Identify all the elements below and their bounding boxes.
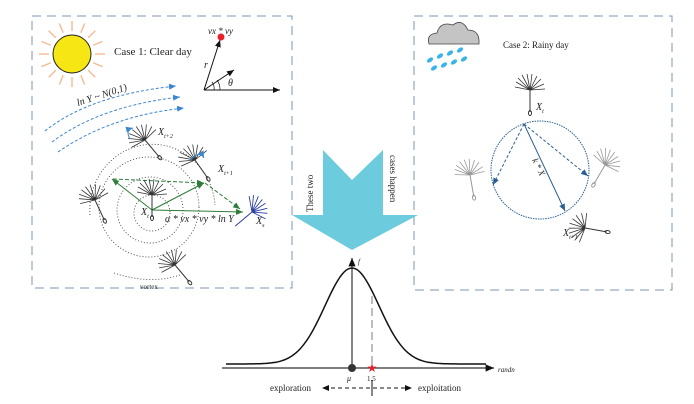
raindrop: [440, 62, 448, 68]
rain-cloud-icon: [426, 22, 480, 71]
raindrop: [436, 53, 444, 59]
y-axis-label: f: [358, 258, 361, 266]
sun-icon: [39, 21, 105, 87]
vortex-label: vortex: [140, 283, 158, 291]
exploitation-label: exploitation: [418, 383, 461, 393]
raindrop: [430, 65, 438, 71]
arrow-left-text: These two: [305, 174, 315, 212]
case1-box: [31, 15, 293, 289]
raindrop: [450, 59, 458, 65]
case1-title: Case 1: Clear day: [114, 46, 192, 58]
raindrop: [460, 56, 468, 62]
threshold-star: ★: [367, 361, 378, 375]
center-arrow: [292, 150, 418, 250]
exploration-label: exploration: [270, 383, 311, 393]
raindrop: [426, 57, 434, 63]
wind-label: ln Y ~ N(0,1): [76, 82, 130, 109]
formula: α * vx * vy * ln Y: [165, 214, 235, 225]
movement-vectors: [111, 178, 244, 215]
bell-curve: [226, 267, 486, 365]
velocity-point: [217, 33, 225, 41]
pos-t1: Xt+1: [217, 164, 233, 177]
threshold-label: 1.5: [367, 375, 376, 383]
x-axis-label: randn: [498, 366, 515, 374]
dandelion-seed-icon-best: [234, 195, 268, 227]
arrow-right-text: cases happen: [388, 155, 398, 203]
velocity-vector-diagram: [203, 33, 280, 93]
wind-lines: [44, 83, 185, 153]
theta-label: θ: [228, 78, 233, 89]
r-label: r: [204, 60, 208, 71]
raindrop: [456, 47, 464, 53]
step-label: k * X: [530, 156, 547, 177]
dandelion-seed-icon: [74, 117, 223, 295]
search-circle: [490, 120, 590, 220]
case2-pos-t1: Xt+1: [562, 228, 578, 241]
vector-label: vx * vy: [208, 26, 233, 36]
case2-box: [413, 15, 673, 291]
pos-t2: Xt+2: [157, 127, 173, 140]
case2-pos-t: Xt: [535, 102, 544, 115]
pos-t: Xt: [140, 207, 149, 220]
mean-label: μ: [346, 374, 351, 383]
case2-title: Case 2: Rainy day: [503, 40, 569, 50]
normal-distribution-plot: ★: [222, 258, 494, 396]
raindrop: [446, 50, 454, 56]
mean-point: [348, 364, 356, 372]
pos-s: Xs: [255, 216, 265, 229]
